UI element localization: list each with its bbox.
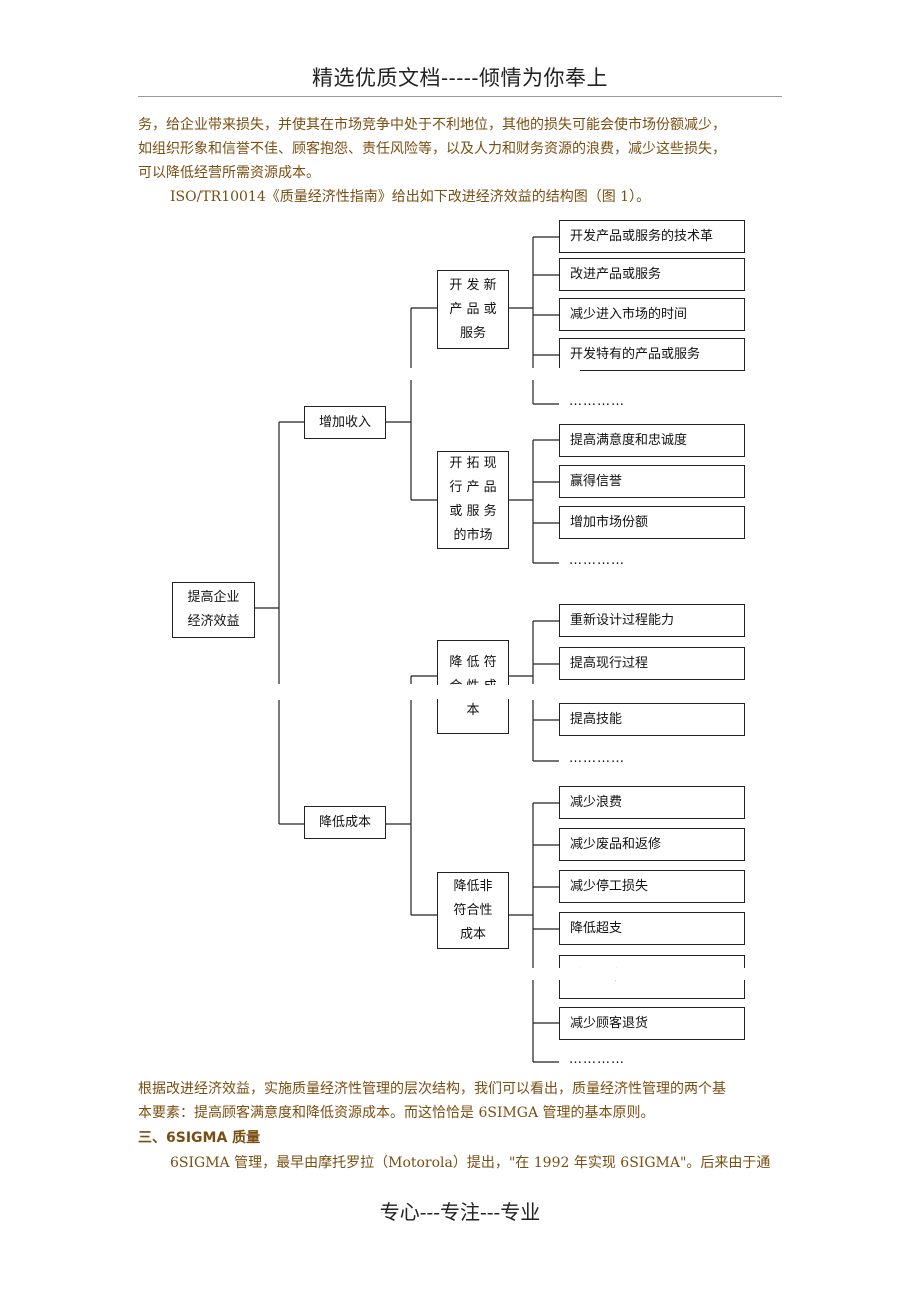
- paragraph-line: 6SIGMA 管理，最早由摩托罗拉（Motorola）提出，"在 1992 年实…: [170, 1155, 771, 1171]
- leaf-item: 提高现行过程: [559, 647, 745, 680]
- leaf-item: 开发产品或服务的技术革: [559, 220, 745, 253]
- leaf-item: 赢得信誉: [559, 465, 745, 498]
- leaf-item: 开发特有的产品或服务: [559, 338, 745, 371]
- leaf-item: 重新设计过程能力: [559, 604, 745, 637]
- leaf-item: 减少顾客退货: [559, 1007, 745, 1040]
- page-footer: 专心---专注---专业: [379, 1200, 541, 1224]
- leaf-item: 改进产品或服务: [559, 258, 745, 291]
- section-title: 三、6SIGMA 质量: [138, 1130, 261, 1146]
- ellipsis: …………: [569, 751, 625, 766]
- node-reduce-cost: 降低成本: [304, 806, 386, 839]
- paragraph-line: 可以降低经营所需资源成本。: [138, 165, 320, 181]
- page-header: 精选优质文档-----倾情为你奉上: [312, 66, 608, 90]
- node-expand-markets: 开 拓 现 行 产 品 或 服 务 的市场: [437, 451, 509, 549]
- scan-gap: [400, 368, 580, 380]
- paragraph-line: 如组织形象和信誉不佳、顾客抱怨、责任风险等，以及人力和财务资源的浪费，减少这些损…: [138, 141, 726, 157]
- scan-gap: [270, 685, 570, 699]
- header-rule: [138, 96, 782, 97]
- node-reduce-nonconformance-cost: 降低非 符合性 成本: [437, 872, 509, 949]
- leaf-item: 增加市场份额: [559, 506, 745, 539]
- leaf-item: 减少进入市场的时间: [559, 298, 745, 331]
- leaf-item: 降低超支: [559, 912, 745, 945]
- ellipsis: …………: [569, 553, 625, 568]
- ellipsis: …………: [569, 394, 625, 409]
- ellipsis: …………: [569, 1052, 625, 1067]
- root-node: 提高企业 经济效益: [172, 582, 255, 638]
- node-develop-new-products: 开 发 新 产 品 或 服务: [437, 270, 509, 349]
- figure-intro: ISO/TR10014《质量经济性指南》给出如下改进经济效益的结构图（图 1）。: [170, 189, 651, 205]
- leaf-item: 减少浪费: [559, 786, 745, 819]
- leaf-item: 提高满意度和忠诚度: [559, 424, 745, 457]
- node-increase-revenue: 增加收入: [304, 406, 386, 439]
- leaf-item: 减少废品和返修: [559, 828, 745, 861]
- leaf-item: 提高技能: [559, 703, 745, 736]
- scan-gap: [400, 968, 760, 980]
- paragraph-line: 本要素：提高顾客满意度和降低资源成本。而这恰恰是 6SIMGA 管理的基本原则。: [138, 1105, 655, 1121]
- paragraph-line: 务，给企业带来损失，并使其在市场竞争中处于不利地位，其他的损失可能会使市场份额减…: [138, 117, 726, 133]
- paragraph-line: 根据改进经济效益，实施质量经济性管理的层次结构，我们可以看出，质量经济性管理的两…: [138, 1081, 726, 1097]
- leaf-item: 减少停工损失: [559, 870, 745, 903]
